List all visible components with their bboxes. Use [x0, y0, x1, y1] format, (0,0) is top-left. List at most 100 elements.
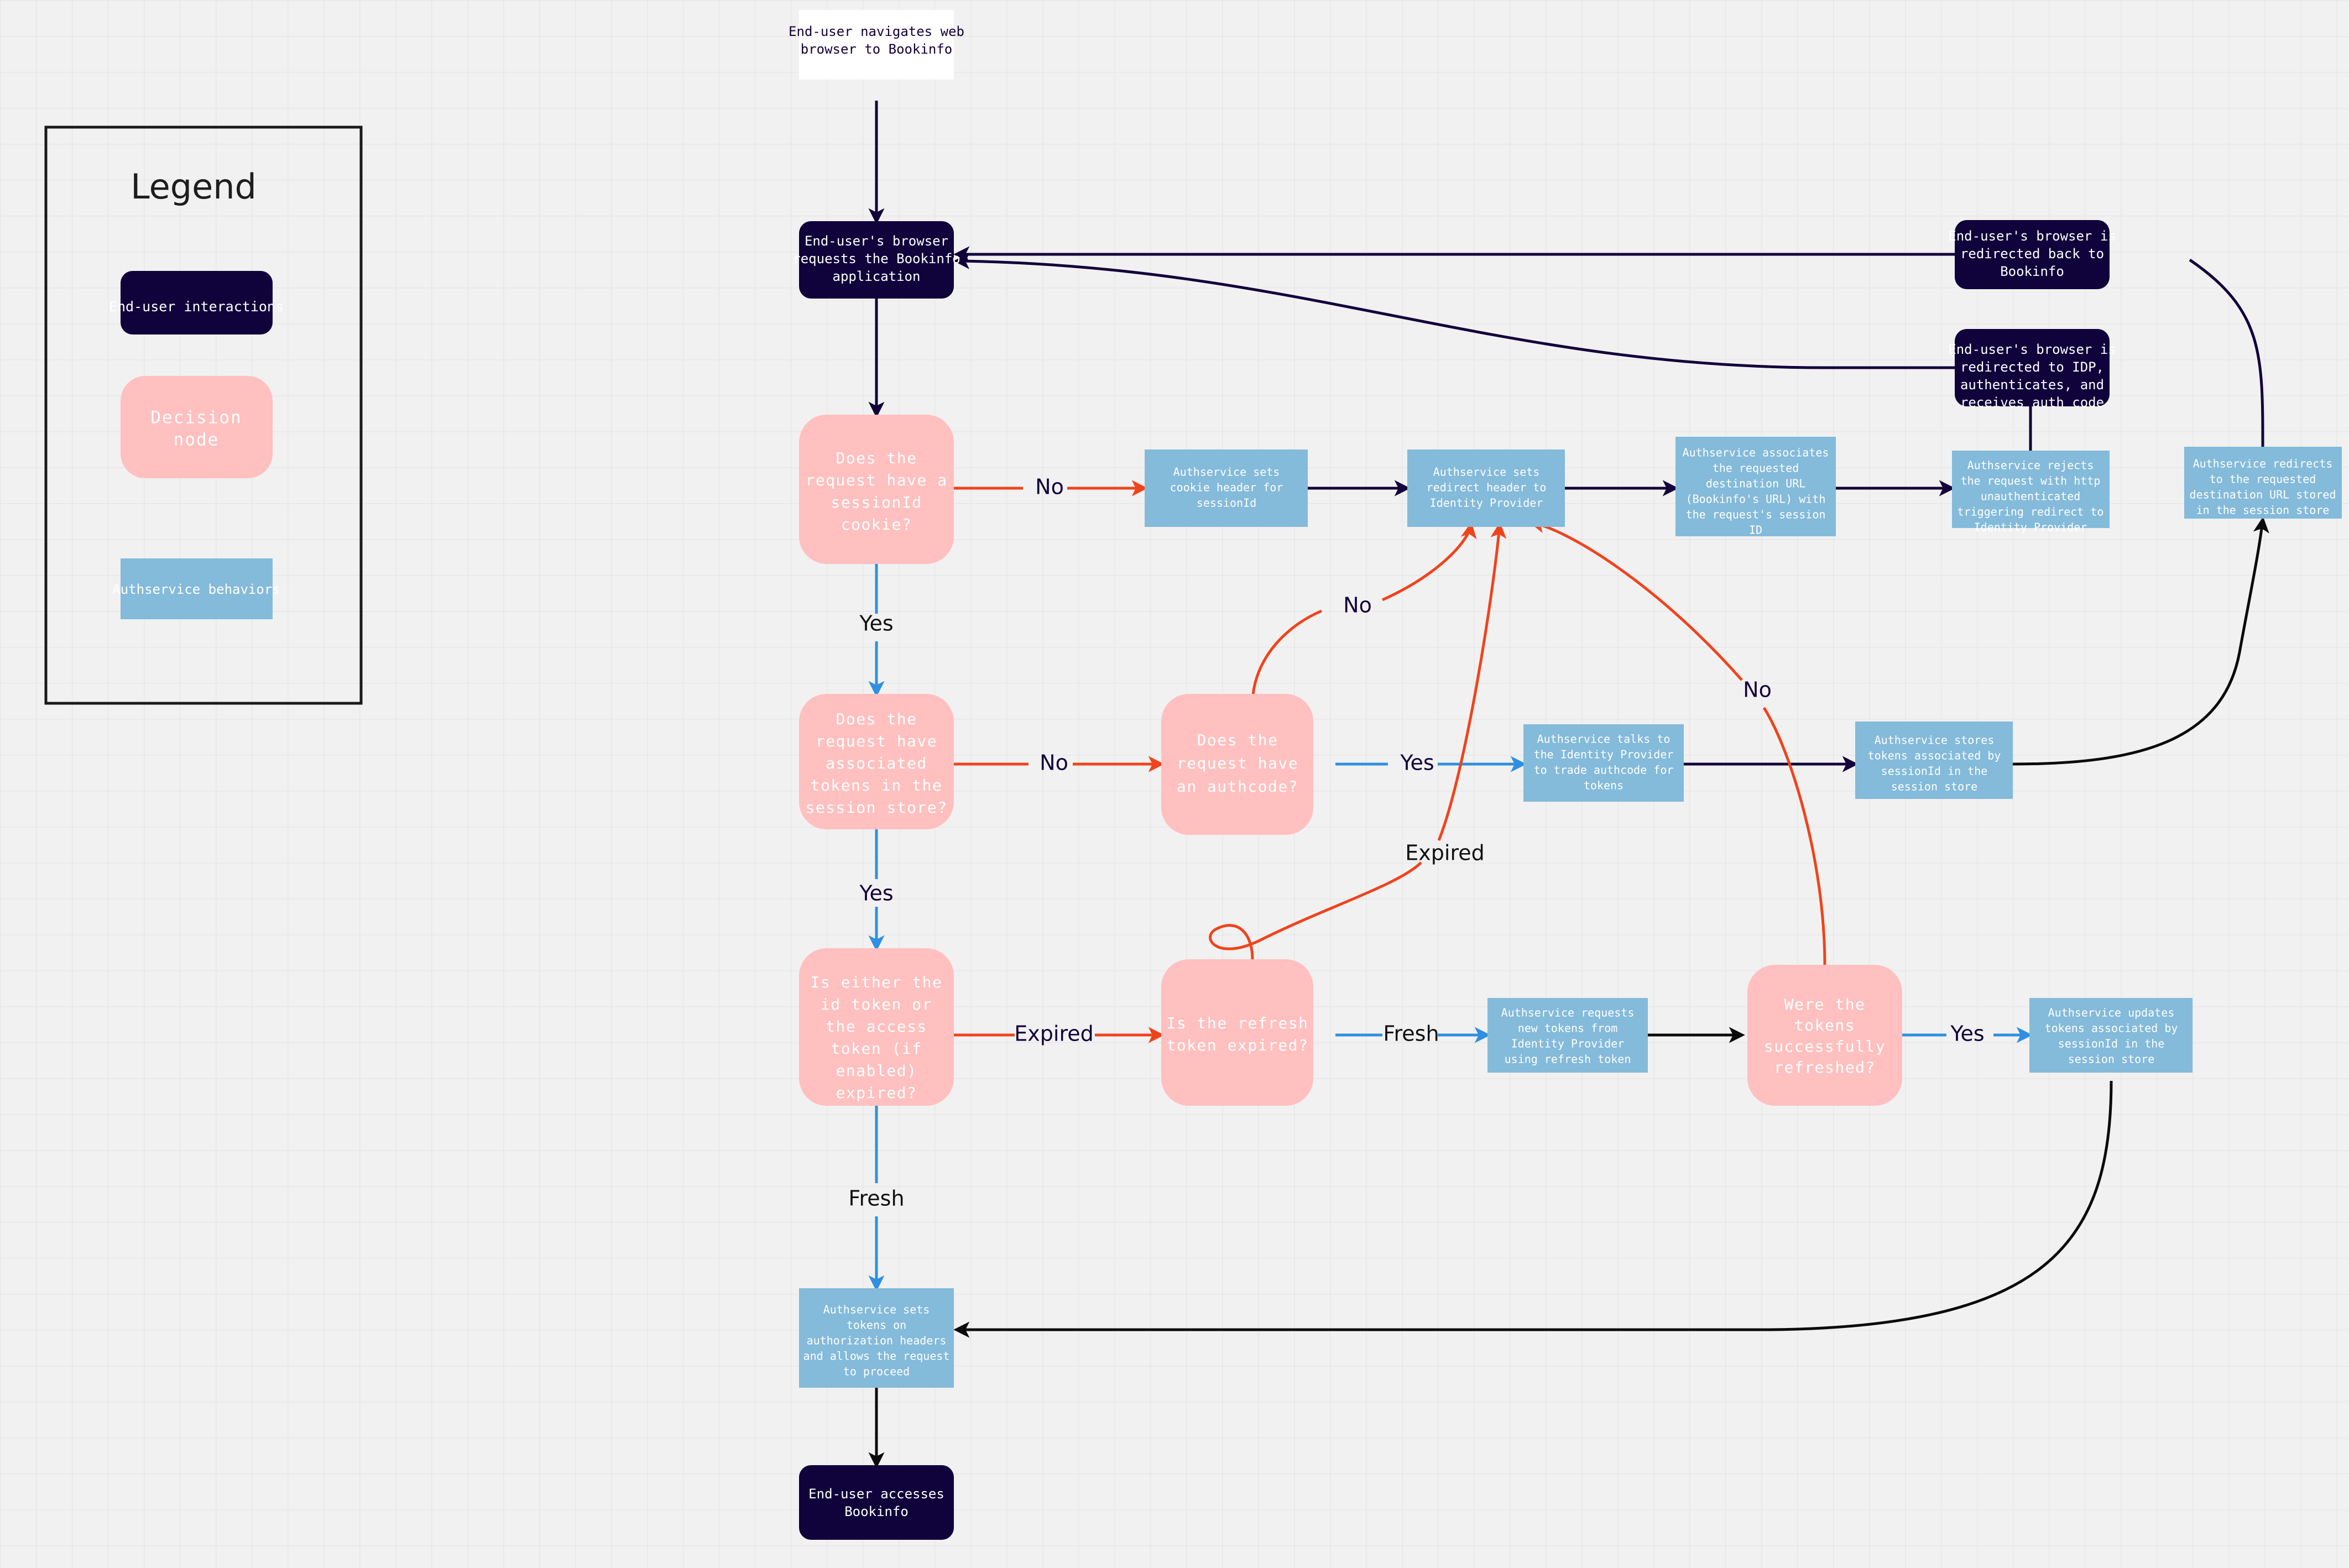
- node-update-tokens-l1: Authservice updates: [2048, 1006, 2175, 1020]
- node-decision-refresh-ok-l2: tokens: [1794, 1016, 1855, 1034]
- node-decision-authcode-l1: Does the: [1197, 731, 1278, 749]
- node-decision-token-expired-l5: enabled): [836, 1062, 917, 1080]
- edge-label-refresh-expired: Expired: [1405, 841, 1484, 865]
- node-decision-sessionid[interactable]: Does the request have a sessionId cookie…: [799, 415, 954, 564]
- node-trade-authcode-l2: the Identity Provider: [1534, 748, 1674, 761]
- node-redirect-idp-l4: receives auth code: [1960, 395, 2104, 410]
- node-set-redirect-l3: Identity Provider: [1430, 496, 1543, 510]
- node-update-tokens[interactable]: Authservice updates tokens associated by…: [2029, 998, 2193, 1073]
- node-associate-destination-url[interactable]: Authservice associates the requested des…: [1675, 437, 1836, 537]
- edge-label-refreshok-no: No: [1743, 678, 1772, 702]
- node-decision-refresh-expired[interactable]: Is the refresh token expired?: [1161, 959, 1313, 1106]
- node-redirect-back-l2: redirected back to: [1960, 246, 2104, 262]
- node-browser-requests[interactable]: End-user's browser requests the Bookinfo…: [792, 221, 961, 299]
- legend-item-decision: Decision node: [121, 376, 273, 478]
- node-decision-authcode[interactable]: Does the request have an authcode?: [1161, 694, 1313, 835]
- node-trade-authcode-l4: tokens: [1584, 779, 1624, 792]
- node-store-tokens-l3: sessionId in the: [1881, 765, 1988, 778]
- node-set-redirect-header[interactable]: Authservice sets redirect header to Iden…: [1407, 450, 1565, 527]
- node-decision-sessionid-l4: cookie?: [841, 515, 912, 534]
- node-associate-l6: ID: [1749, 524, 1762, 537]
- node-decision-token-expired-l3: the access: [826, 1017, 927, 1036]
- node-redirect-dest-l1: Authservice redirects: [2193, 457, 2333, 471]
- node-reject-l4: triggering redirect to: [1958, 505, 2104, 519]
- node-decision-refresh-ok[interactable]: Were the tokens successfully refreshed?: [1747, 965, 1902, 1106]
- node-set-auth-headers-l4: and allows the request: [803, 1350, 950, 1363]
- node-decision-sessionid-l3: sessionId: [831, 493, 922, 511]
- node-set-auth-headers[interactable]: Authservice sets tokens on authorization…: [799, 1288, 954, 1388]
- node-set-cookie-l1: Authservice sets: [1173, 466, 1280, 479]
- node-update-tokens-l2: tokens associated by: [2045, 1022, 2178, 1035]
- node-decision-token-expired-l4: token (if: [831, 1039, 922, 1058]
- node-decision-tokens-l1: Does the: [836, 710, 917, 728]
- node-set-cookie-l2: cookie header for: [1170, 481, 1283, 494]
- edge-refresh-expired: [1209, 861, 1422, 960]
- nodes-layer: End-user navigates web browser to Bookin…: [789, 10, 2342, 1540]
- node-request-new-tokens[interactable]: Authservice requests new tokens from Ide…: [1487, 998, 1648, 1073]
- node-decision-token-expired-l2: id token or: [821, 995, 932, 1013]
- edge-label-refreshok-yes: Yes: [1950, 1022, 1984, 1046]
- edges-layer: a_set_cookie --> d_tokens_in_store --> d…: [868, 101, 2269, 1468]
- edge-label-token-fresh: Fresh: [848, 1187, 904, 1211]
- edge-authcode-no: [1251, 609, 1322, 705]
- edge-label-tokens-no: No: [1040, 751, 1068, 775]
- node-set-auth-headers-l5: to proceed: [843, 1365, 910, 1378]
- node-decision-token-expired-l6: expired?: [836, 1084, 917, 1102]
- edge-refreshok-no: [1762, 707, 1826, 965]
- node-start-line1: End-user navigates web: [789, 24, 964, 39]
- node-end[interactable]: End-user accesses Bookinfo: [799, 1465, 954, 1540]
- node-redirect-destination-url[interactable]: Authservice redirects to the requested d…: [2184, 447, 2342, 519]
- node-decision-tokens-l2: request have: [816, 732, 937, 750]
- node-reject-l2: the request with http: [1961, 474, 2101, 488]
- node-redirect-back-l3: Bookinfo: [2000, 264, 2064, 279]
- node-reject-l3: unauthenticated: [1981, 490, 2081, 503]
- node-browser-requests-line1: End-user's browser: [805, 233, 948, 249]
- node-redirect-idp-l2: redirected to IDP,: [1960, 359, 2104, 375]
- node-decision-sessionid-l2: request have a: [805, 471, 947, 489]
- legend-border: [44, 126, 363, 705]
- node-set-auth-headers-l3: authorization headers: [807, 1334, 947, 1347]
- node-redirect-idp-l3: authenticates, and: [1960, 377, 2104, 393]
- node-decision-tokens-l5: session store?: [805, 798, 947, 817]
- edge-refresh-expired-2: [1437, 522, 1507, 841]
- legend-item-authservice-label: Authservice behaviors: [112, 582, 280, 597]
- node-browser-redirect-back[interactable]: End-user's browser is redirected back to…: [1948, 220, 2116, 289]
- node-decision-token-expired[interactable]: Is either the id token or the access tok…: [799, 948, 954, 1106]
- edge-label-sessionid-yes: Yes: [859, 611, 893, 636]
- node-decision-token-expired-l1: Is either the: [811, 973, 943, 991]
- node-decision-authcode-l3: an authcode?: [1177, 777, 1298, 796]
- legend: Legend End-user interactions Decision no…: [44, 126, 363, 705]
- node-reject-l5: Identity Provider: [1974, 521, 2087, 534]
- node-set-auth-headers-l2: tokens on: [847, 1319, 906, 1332]
- node-request-new-tokens-l2: new tokens from: [1518, 1022, 1618, 1035]
- node-browser-redirect-idp[interactable]: End-user's browser is redirected to IDP,…: [1948, 329, 2116, 410]
- node-decision-refresh-expired-l2: token expired?: [1166, 1036, 1308, 1054]
- node-trade-authcode[interactable]: Authservice talks to the Identity Provid…: [1523, 724, 1684, 802]
- node-decision-tokens-in-store[interactable]: Does the request have associated tokens …: [799, 694, 954, 829]
- node-request-new-tokens-l4: using refresh token: [1505, 1053, 1631, 1066]
- legend-title: Legend: [130, 166, 257, 207]
- node-set-cookie-header[interactable]: Authservice sets cookie header for sessi…: [1145, 450, 1308, 527]
- node-decision-refresh-ok-l3: successfully: [1764, 1037, 1886, 1055]
- legend-item-decision-label-l2: node: [174, 430, 220, 450]
- node-reject-l1: Authservice rejects: [1967, 459, 2094, 472]
- node-set-redirect-l1: Authservice sets: [1433, 466, 1540, 479]
- node-decision-sessionid-l1: Does the: [836, 449, 917, 467]
- node-update-tokens-l4: session store: [2068, 1053, 2155, 1066]
- edge-store-to-redirect-back: [2012, 652, 2241, 766]
- node-store-tokens[interactable]: Authservice stores tokens associated by …: [1855, 722, 2013, 799]
- node-associate-l5: the request's session: [1686, 508, 1826, 521]
- node-browser-requests-line3: application: [833, 269, 921, 284]
- node-decision-refresh-ok-l1: Were the: [1784, 995, 1866, 1013]
- node-redirect-dest-l2: to the requested: [2210, 473, 2316, 486]
- edge-labels-layer: No Yes No Yes Expired Fresh No Yes Fresh…: [848, 475, 1984, 1211]
- node-associate-l4: (Bookinfo's URL) with: [1686, 493, 1826, 506]
- node-decision-refresh-expired-l1: Is the refresh: [1166, 1014, 1308, 1032]
- node-set-auth-headers-l1: Authservice sets: [823, 1303, 930, 1316]
- node-reject-request[interactable]: Authservice rejects the request with htt…: [1952, 451, 2110, 534]
- node-update-tokens-l3: sessionId in the: [2058, 1037, 2165, 1050]
- node-set-cookie-l3: sessionId: [1197, 496, 1256, 510]
- node-start[interactable]: End-user navigates web browser to Bookin…: [789, 10, 964, 80]
- node-redirect-dest-l4: in the session store: [2196, 504, 2330, 517]
- node-end-l1: End-user accesses: [808, 1486, 944, 1502]
